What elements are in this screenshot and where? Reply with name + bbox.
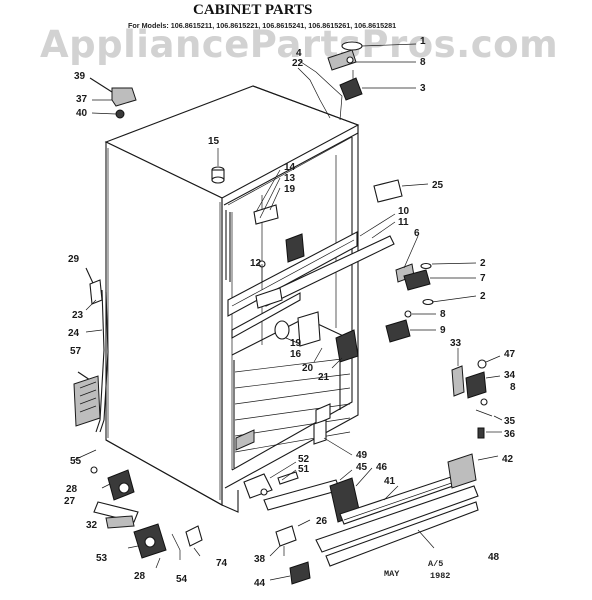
callout-40: 40 (76, 108, 88, 119)
callout-13: 13 (284, 173, 296, 184)
callout-34: 34 (504, 370, 516, 381)
callout-15: 15 (208, 136, 220, 147)
callout-24: 24 (68, 328, 80, 339)
callout-21: 21 (318, 372, 330, 383)
callout-26: 26 (316, 516, 328, 527)
callout-1: 1 (420, 36, 426, 47)
footer-mark: A/5 (428, 559, 443, 569)
left-wall-bracket (255, 260, 283, 309)
callout-47: 47 (504, 349, 516, 360)
leveling-knob (211, 148, 225, 184)
footer-month: MAY (384, 569, 400, 579)
footer-year: 1982 (430, 571, 450, 581)
callout-37: 37 (76, 94, 88, 105)
callout-6: 6 (414, 228, 420, 239)
callout-9: 9 (440, 325, 446, 336)
callout-11: 11 (398, 217, 409, 228)
callout-55: 55 (70, 456, 82, 467)
top-left-bracket (89, 77, 137, 119)
callout-42: 42 (502, 454, 514, 465)
callout-36: 36 (504, 429, 516, 440)
center-hinge-assembly (385, 235, 477, 343)
kickplate-grille (315, 453, 499, 567)
callout-48: 48 (488, 552, 500, 563)
callout-16: 16 (290, 349, 302, 360)
callout-12: 12 (250, 258, 262, 269)
callout-7: 7 (480, 273, 486, 284)
diagram-title: CABINET PARTS (193, 2, 312, 18)
side-trim-strip (225, 210, 231, 282)
callout-8c: 8 (510, 382, 516, 393)
callout-33: 33 (450, 338, 462, 349)
cabinet-body (104, 85, 360, 513)
callout-27: 27 (64, 496, 76, 507)
mid-small-parts (274, 311, 359, 369)
callout-8: 8 (420, 57, 426, 68)
callout-19: 19 (284, 184, 296, 195)
callout-3: 3 (420, 83, 426, 94)
callout-52: 52 (298, 454, 310, 465)
callout-29: 29 (68, 254, 80, 265)
callout-51: 51 (298, 464, 310, 475)
callout-19b: 19 (290, 338, 302, 349)
callout-35: 35 (504, 416, 516, 427)
watermark-text: AppliancePartsPros.com (40, 23, 558, 66)
callout-45: 45 (356, 462, 368, 473)
callout-4: 4 (296, 48, 302, 59)
left-wiring (73, 267, 109, 433)
callout-28: 28 (66, 484, 78, 495)
callout-49: 49 (356, 450, 368, 461)
top-hinge-assembly (297, 41, 363, 121)
callout-20: 20 (302, 363, 314, 374)
models-line: For Models: 106.8615211, 106.8615221, 10… (128, 21, 396, 30)
callout-2b: 2 (480, 291, 486, 302)
callout-38: 38 (254, 554, 266, 565)
callout-2: 2 (480, 258, 486, 269)
callout-25: 25 (432, 180, 444, 191)
callout-54: 54 (176, 574, 188, 585)
callout-46: 46 (376, 462, 388, 473)
callout-14: 14 (284, 162, 296, 173)
callout-39: 39 (74, 71, 86, 82)
callout-23: 23 (72, 310, 84, 321)
callout-53: 53 (96, 553, 108, 564)
label-plate (373, 179, 429, 203)
callout-74: 74 (216, 558, 228, 569)
callout-41: 41 (384, 476, 396, 487)
callout-28b: 28 (134, 571, 146, 582)
callout-8b: 8 (440, 309, 446, 320)
callout-32: 32 (86, 520, 98, 531)
callout-22: 22 (292, 58, 304, 69)
upper-small-parts (253, 169, 305, 263)
callout-57: 57 (70, 346, 82, 357)
callout-44: 44 (254, 578, 266, 589)
callout-10: 10 (398, 206, 410, 217)
lower-hinge-assembly (451, 348, 503, 439)
lower-left-parts (73, 449, 311, 585)
